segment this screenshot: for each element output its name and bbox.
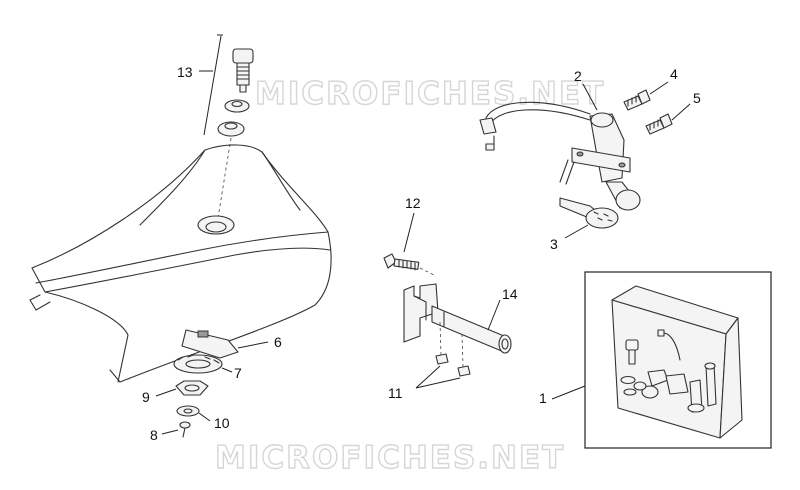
watermark-bottom: MICROFICHES.NET	[215, 440, 565, 476]
callout-12: 12	[405, 195, 421, 211]
screw-5	[645, 113, 673, 135]
grommet-13b	[217, 121, 245, 137]
watermark-top: MICROFICHES.NET	[255, 76, 605, 112]
bracket-14	[403, 283, 512, 354]
callout-7: 7	[234, 365, 242, 381]
washer-10	[176, 405, 200, 417]
callout-11: 11	[388, 385, 403, 401]
callout-3: 3	[550, 236, 558, 252]
callout-4: 4	[670, 66, 678, 82]
bolt-13	[232, 48, 254, 93]
clip-6	[181, 329, 239, 359]
callout-9: 9	[142, 389, 150, 405]
screw-4	[623, 89, 651, 111]
nut-9	[175, 380, 209, 396]
nut-11a	[435, 353, 449, 365]
bolt-12	[383, 253, 420, 271]
key-3	[559, 197, 619, 229]
kit-box-1	[584, 271, 772, 449]
tank-body	[29, 144, 332, 383]
callout-8: 8	[150, 427, 158, 443]
bracket-13	[203, 34, 223, 136]
callout-13: 13	[177, 64, 193, 80]
screw-8	[179, 421, 191, 438]
callout-5: 5	[693, 90, 701, 106]
nut-11b	[457, 365, 471, 377]
callout-1: 1	[539, 390, 547, 406]
callout-6: 6	[274, 334, 282, 350]
callout-10: 10	[214, 415, 230, 431]
washer-13a	[224, 99, 250, 113]
callout-14: 14	[502, 286, 518, 302]
lockwasher-7	[173, 354, 223, 374]
callout-2: 2	[574, 68, 582, 84]
switch-2	[479, 101, 641, 211]
